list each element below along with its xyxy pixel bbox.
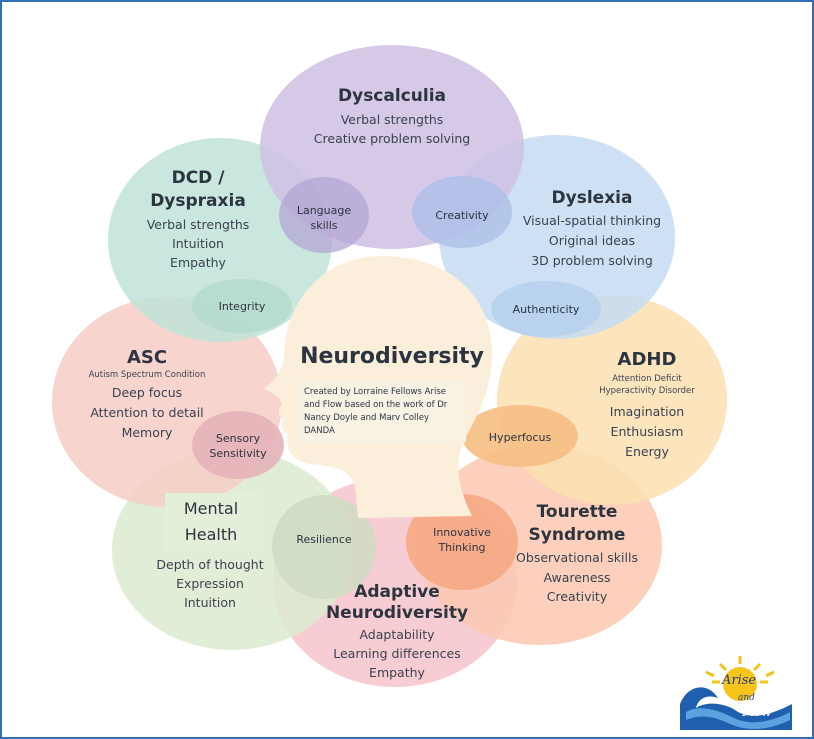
dyscalculia-strength: Creative problem solving <box>313 131 471 146</box>
asc-strength: Attention to detail <box>90 405 204 420</box>
adaptive-strength: Learning differences <box>333 646 461 661</box>
overlap-label-language: Language <box>296 204 352 217</box>
wave-icon <box>680 687 792 730</box>
logo-text: Flow <box>741 705 772 719</box>
overlap-integrity <box>192 279 292 333</box>
dyslexia-strength: 3D problem solving <box>531 253 653 268</box>
overlap-label-innovative: Innovative <box>433 526 491 539</box>
dcd-title: DCD / <box>171 168 225 188</box>
credit-text: Created by Lorraine Fellows Arise and Fl… <box>298 382 466 442</box>
mental-health-strength: Intuition <box>184 595 236 610</box>
adhd-strength: Energy <box>625 444 669 459</box>
overlap-creativity <box>412 176 512 248</box>
mental-health-title: Health <box>184 525 238 544</box>
asc-strength: Deep focus <box>111 385 183 400</box>
tourette-title: Syndrome <box>528 525 626 545</box>
sun-icon <box>705 656 775 701</box>
dyscalculia-strength: Verbal strengths <box>340 112 444 127</box>
overlap-resilience <box>272 495 376 599</box>
asc-title: ASC <box>126 347 168 368</box>
arise-and-flow-logo: Arise and Flow <box>680 656 792 730</box>
dyslexia-strength: Original ideas <box>548 233 636 248</box>
overlap-label-sensory: Sensitivity <box>209 447 267 460</box>
asc-subtitle: Autism Spectrum Condition <box>88 370 206 380</box>
overlap-hyperfocus <box>462 405 578 467</box>
adaptive-strength: Adaptability <box>359 627 435 642</box>
overlap-label-integrity: Integrity <box>218 300 266 313</box>
overlap-label-sensory: Sensory <box>215 432 261 445</box>
dyscalculia-title: Dyscalculia <box>338 86 446 106</box>
overlap-label-creativity: Creativity <box>435 209 489 222</box>
logo-text: and <box>738 693 755 703</box>
adaptive-title: Adaptive <box>354 582 440 602</box>
tourette-title: Tourette <box>536 502 618 522</box>
tourette-strength: Observational skills <box>516 550 638 565</box>
center-title: Neurodiversity <box>300 344 484 369</box>
dyslexia-title: Dyslexia <box>551 188 633 208</box>
adhd-strength: Imagination <box>609 404 685 419</box>
mental-health-title: Mental <box>183 499 239 518</box>
overlap-authenticity <box>491 281 601 337</box>
overlap-sensory <box>192 411 284 479</box>
adhd-title: ADHD <box>617 349 677 370</box>
dcd-strength: Intuition <box>172 236 224 251</box>
overlap-innovative <box>406 494 518 590</box>
mental-health-strength: Depth of thought <box>156 557 264 572</box>
mental-health-strength: Expression <box>176 576 244 591</box>
adhd-strength: Enthusiasm <box>610 424 684 439</box>
dcd-strength: Verbal strengths <box>146 217 250 232</box>
dcd-title: Dyspraxia <box>150 191 246 211</box>
tourette-strength: Awareness <box>543 570 611 585</box>
dyslexia-strength: Visual-spatial thinking <box>522 213 662 228</box>
overlap-label-hyperfocus: Hyperfocus <box>488 431 552 444</box>
dcd-strength: Empathy <box>170 255 226 270</box>
overlap-label-language: skills <box>310 219 338 232</box>
adaptive-strength: Empathy <box>369 665 425 680</box>
overlap-label-innovative: Thinking <box>438 541 486 554</box>
overlap-label-authenticity: Authenticity <box>512 303 580 316</box>
asc-strength: Memory <box>121 425 173 440</box>
adhd-subtitle: Hyperactivity Disorder <box>599 386 695 396</box>
mental-health-highlight <box>165 493 257 551</box>
overlap-label-resilience: Resilience <box>296 533 352 546</box>
adhd-subtitle: Attention Deficit <box>612 374 682 384</box>
logo-text: Arise <box>721 673 756 688</box>
tourette-strength: Creativity <box>546 589 608 604</box>
overlap-language-skills <box>279 177 369 253</box>
adaptive-title: Neurodiversity <box>325 603 469 623</box>
